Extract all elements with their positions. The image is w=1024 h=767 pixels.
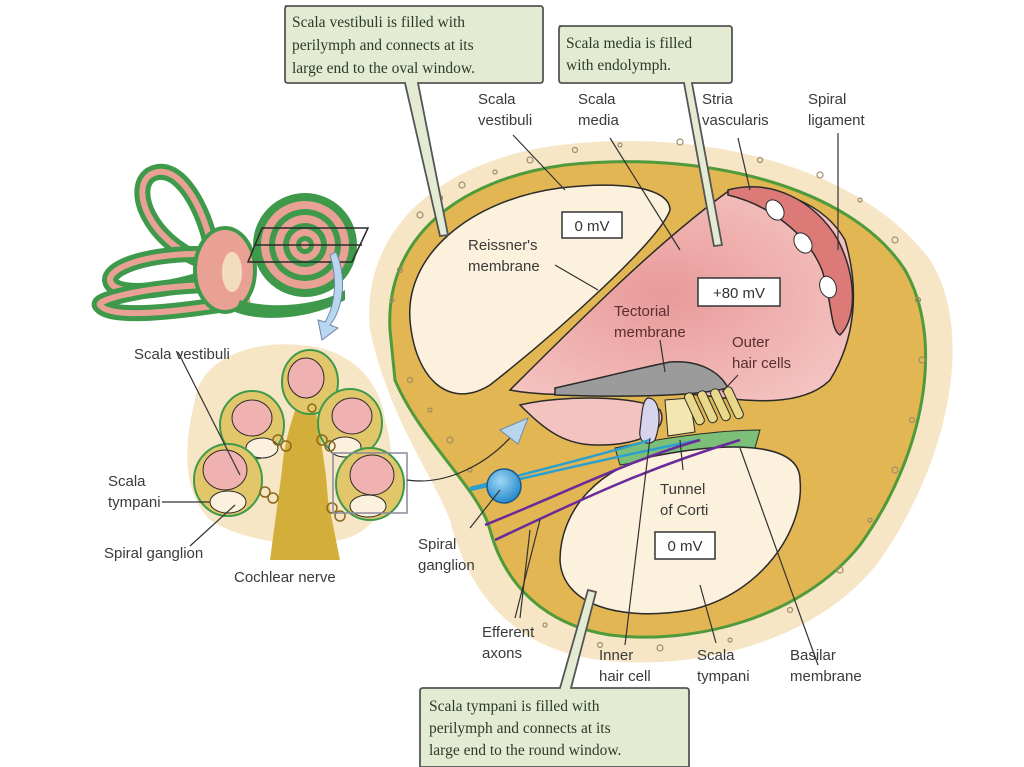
inset-turn [193, 443, 263, 517]
potential-box-tympani: 0 mV [654, 531, 716, 560]
cochlear-duct [235, 290, 345, 318]
label-outer-hair-cells: Outer hair cells [732, 334, 791, 372]
callout-line: large end to the round window. [429, 742, 621, 759]
inset-label-scala-tympani: Scala tympani [108, 473, 161, 511]
potential-value: 0 mV [667, 538, 702, 555]
label-line: vestibuli [478, 112, 532, 129]
zoom-arrow [317, 251, 343, 341]
label-line: Inner [599, 647, 633, 664]
inset-spiral-ganglia [259, 403, 346, 522]
label-line: ganglion [418, 557, 475, 574]
label-line: ligament [808, 112, 866, 129]
inner-ear-illustration [91, 163, 370, 341]
label-scala-tympani: Scala tympani [697, 647, 750, 685]
label-inner-hair-cell: Inner hair cell [599, 647, 651, 685]
label-line: tympani [697, 668, 750, 685]
outer-hair-cells [684, 386, 744, 426]
potential-value: 0 mV [574, 218, 609, 235]
callout-line: Scala media is filled [566, 35, 692, 52]
label-line: Tunnel [660, 481, 705, 498]
label-basilar-membrane: Basilar membrane [790, 647, 862, 685]
stria-vascularis [727, 186, 854, 336]
modiolus-inset [187, 344, 529, 560]
label-efferent-axons: Efferent axons [482, 624, 535, 662]
label-line: Scala [478, 91, 516, 108]
callout-line: perilymph and connects at its [292, 37, 474, 54]
label-reissners-membrane: Reissner's membrane [468, 237, 540, 275]
label-scala-media: Scala media [578, 91, 620, 129]
label-line: membrane [790, 668, 862, 685]
label-line: Efferent [482, 624, 535, 641]
label-line: media [578, 112, 620, 129]
label-line: membrane [614, 324, 686, 341]
label-line: tympani [108, 494, 161, 511]
inset-turn [317, 388, 383, 458]
cochlear-cross-section: 0 mV +80 mV 0 mV [369, 138, 953, 663]
inset-to-main-arrow [406, 437, 511, 482]
label-line: membrane [468, 258, 540, 275]
callout-scala-vestibuli: Scala vestibuli is filled with perilymph… [284, 5, 544, 237]
callout-line: perilymph and connects at its [429, 720, 611, 737]
label-tunnel-of-corti: Tunnel of Corti [660, 481, 708, 519]
leader-lines [162, 133, 839, 666]
label-line: Scala [578, 91, 616, 108]
label-line: Basilar [790, 647, 836, 664]
inset-turn [335, 447, 405, 521]
inset-to-main-arrowhead [499, 417, 529, 445]
potential-box-vestibuli: 0 mV [561, 211, 623, 239]
label-line: Stria [702, 91, 734, 108]
label-spiral-ganglion: Spiral ganglion [418, 536, 475, 574]
potential-value: +80 mV [713, 285, 765, 302]
label-line: Reissner's [468, 237, 538, 254]
label-stria-vascularis: Stria vascularis [702, 91, 769, 129]
inset-label-cochlear-nerve: Cochlear nerve [234, 569, 336, 586]
label-line: Scala [108, 473, 146, 490]
label-line: Tectorial [614, 303, 670, 320]
callout-scala-tympani: Scala tympani is filled with perilymph a… [419, 588, 690, 767]
cochlear-nerve-trunk [270, 380, 340, 560]
potential-box-media: +80 mV [697, 277, 781, 307]
callout-line: Scala vestibuli is filled with [292, 14, 465, 31]
label-line: vascularis [702, 112, 769, 129]
label-spiral-ligament: Spiral ligament [808, 91, 866, 129]
inset-turn [281, 349, 339, 415]
stria-capillary [819, 275, 837, 299]
callout-line: with endolymph. [566, 57, 671, 74]
label-line: hair cell [599, 668, 651, 685]
callout-line: large end to the oval window. [292, 60, 475, 77]
inset-selection-box [332, 452, 408, 514]
label-line: Spiral [418, 536, 456, 553]
callout-scala-media: Scala media is filled with endolymph. [558, 25, 733, 247]
label-line: Scala [697, 647, 735, 664]
label-line: of Corti [660, 502, 708, 519]
stria-capillary [793, 232, 813, 254]
tunnel-of-corti [664, 397, 696, 437]
label-line: Outer [732, 334, 770, 351]
spiral-ganglion-cell [486, 468, 522, 504]
label-line: axons [482, 645, 522, 662]
inset-label-spiral-ganglion: Spiral ganglion [104, 545, 203, 562]
stria-capillary [765, 199, 785, 221]
tectorial-membrane [554, 361, 730, 397]
label-scala-vestibuli: Scala vestibuli [478, 91, 532, 129]
label-line: Spiral [808, 91, 846, 108]
label-line: hair cells [732, 355, 791, 372]
bone-texture [389, 138, 926, 652]
inset-label-scala-vestibuli: Scala vestibuli [134, 346, 230, 363]
callout-line: Scala tympani is filled with [429, 698, 600, 715]
label-tectorial-membrane: Tectorial membrane [614, 303, 686, 341]
inset-turn [219, 390, 285, 460]
section-plane [246, 227, 370, 263]
